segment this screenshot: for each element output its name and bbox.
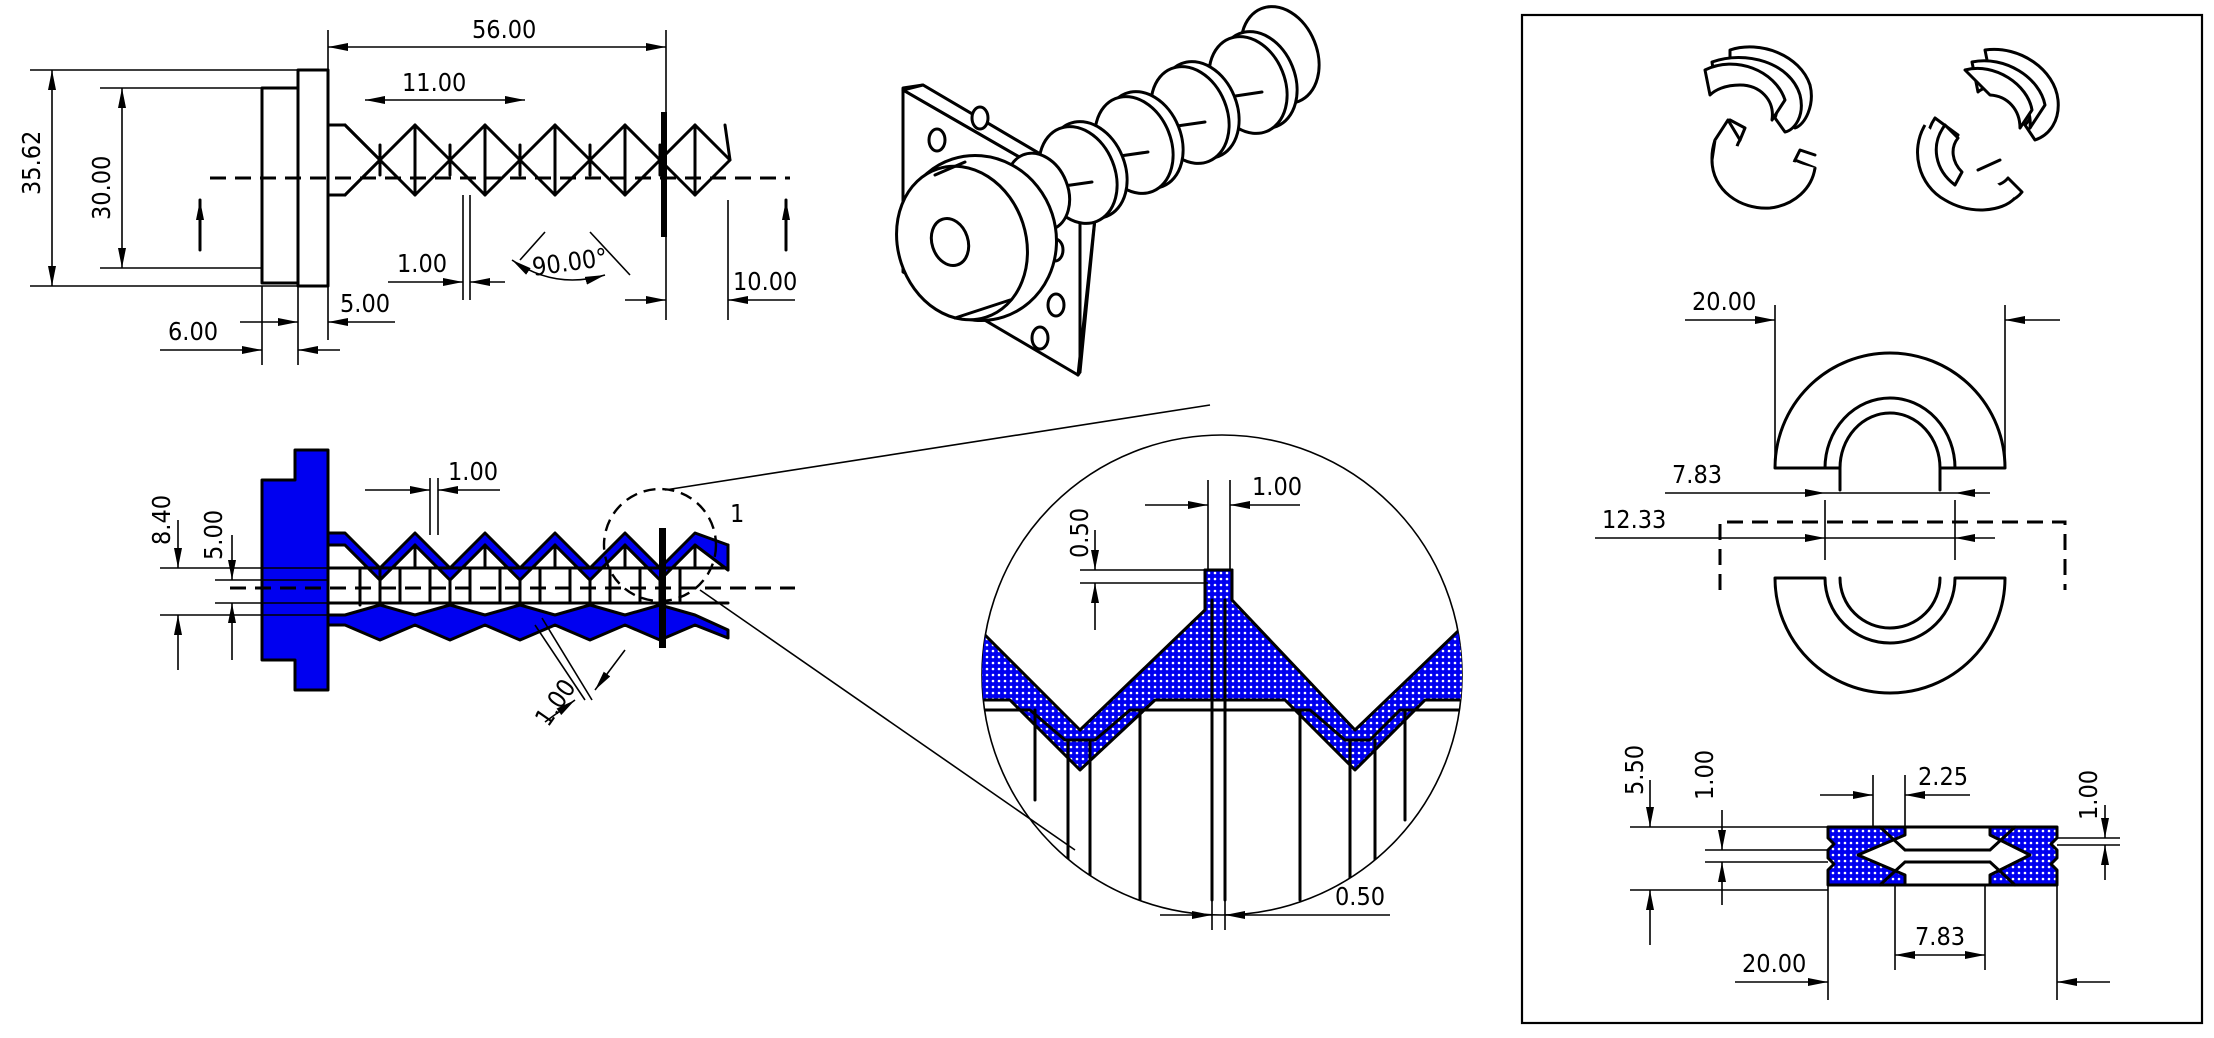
dim-detail-rib-width: 1.00 (1252, 472, 1302, 501)
dim-outer-height: 35.62 (17, 131, 46, 195)
dim-convolution-pitch: 11.00 (402, 68, 466, 97)
dim-detail-rib-height: 0.50 (1065, 508, 1094, 558)
dim-ring-right-wall: 1.00 (2074, 770, 2103, 820)
dim-flange-thickness: 6.00 (168, 317, 218, 346)
dim-section-bore: 5.00 (199, 510, 228, 560)
detail-label: 1 (730, 499, 744, 528)
dim-end-length: 10.00 (733, 267, 797, 296)
isometric-view (895, 5, 1321, 377)
dim-half-ring-center: 12.33 (1602, 505, 1666, 534)
dim-section-height: 8.40 (147, 495, 176, 545)
dim-detail-bottom: 0.50 (1335, 882, 1385, 911)
dim-half-ring-inner: 7.83 (1672, 460, 1722, 489)
dim-half-ring-outer: 20.00 (1692, 287, 1756, 316)
half-ring-panel: 20.00 7.83 12.33 5.50 (1520, 13, 2204, 1025)
dim-ring-height: 5.50 (1620, 745, 1649, 795)
detail-view: 1.00 0.50 0.50 (664, 404, 1463, 930)
front-view: 56.00 11.00 35.62 30.00 6.00 5.00 1.00 (17, 15, 797, 365)
dim-ring-inner-wall: 1.00 (1690, 750, 1719, 800)
dim-flange-inner-height: 30.00 (87, 156, 116, 220)
dim-neck-length: 5.00 (340, 289, 390, 318)
dim-ring-land: 2.25 (1918, 762, 1968, 791)
section-view: 1 1.00 8.40 5.00 1.00 (147, 448, 795, 731)
dim-fold-angle: 90.00° (530, 243, 609, 282)
dim-overall-length: 56.00 (472, 15, 536, 44)
dim-section-wall: 1.00 (448, 457, 498, 486)
dim-ring-bottom-inner: 7.83 (1915, 922, 1965, 951)
dim-bore-gap: 1.00 (397, 249, 447, 278)
dim-ring-bottom-outer: 20.00 (1742, 949, 1806, 978)
